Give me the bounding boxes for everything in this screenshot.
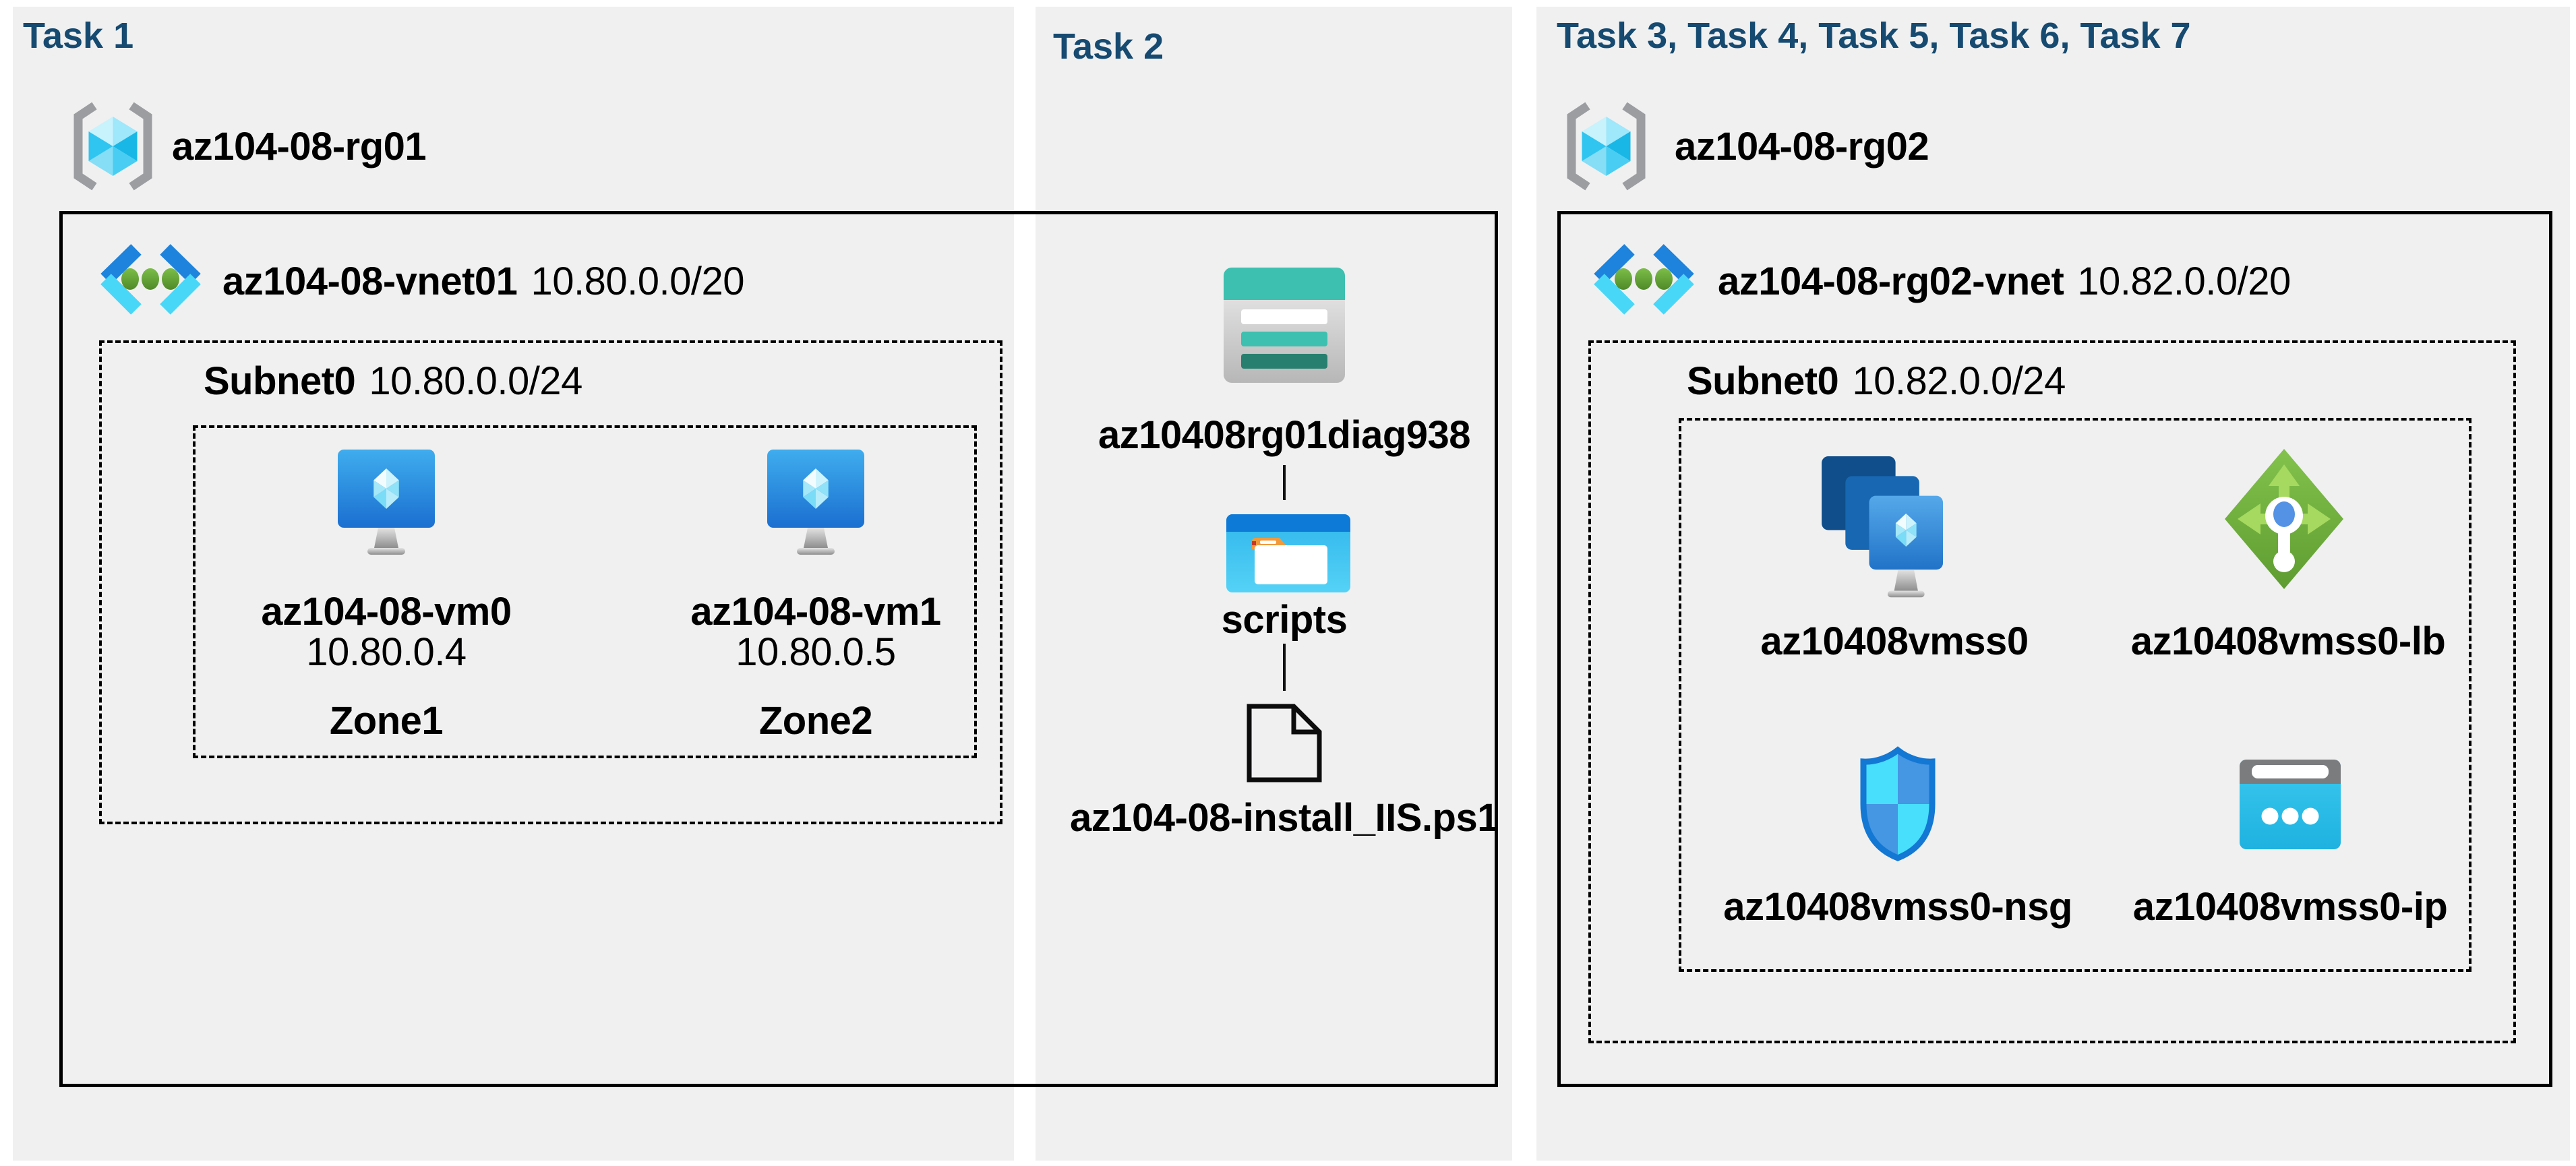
vnet-cidr: 10.82.0.0/20	[2077, 259, 2291, 303]
vm-name: az104-08-vm1	[690, 590, 941, 634]
vmss-label: az10408vmss0	[1760, 619, 2029, 663]
panel-task3	[1536, 7, 2570, 1161]
vnet-cidr: 10.80.0.0/20	[531, 259, 744, 303]
subnet-name: Subnet0	[1687, 359, 1839, 403]
subnet-cidr: 10.80.0.0/24	[369, 359, 582, 403]
heading-task2: Task 2	[1053, 26, 1164, 67]
vnet-name: az104-08-rg02-vnet	[1718, 259, 2064, 303]
public-ip-icon	[2240, 760, 2341, 849]
connector-line	[1283, 465, 1286, 500]
vm-ip: 10.80.0.4	[306, 630, 467, 674]
resource-group-boundary-rg02	[1557, 211, 2552, 1087]
subnet-cidr: 10.82.0.0/24	[1852, 359, 2066, 403]
file-label: az104-08-install_IIS.ps1	[1070, 796, 1499, 840]
resource-group-label: az104-08-rg02	[1675, 125, 1929, 168]
heading-task1: Task 1	[23, 16, 134, 56]
vnet-label: az104-08-rg02-vnet 10.82.0.0/20	[1718, 259, 2291, 304]
virtual-machine-icon	[767, 450, 864, 555]
heading-task3: Task 3, Task 4, Task 5, Task 6, Task 7	[1557, 16, 2191, 56]
vm-zone-boundary	[193, 425, 977, 758]
load-balancer-label: az10408vmss0-lb	[2130, 619, 2446, 663]
resource-group-boundary-rg01	[59, 211, 1498, 1087]
vmss-resources-boundary	[1679, 418, 2472, 972]
nsg-icon	[1860, 746, 1936, 861]
vm-name: az104-08-vm0	[261, 590, 512, 634]
subnet-label: Subnet0 10.82.0.0/24	[1687, 359, 2066, 404]
public-ip-label: az10408vmss0-ip	[2132, 885, 2448, 929]
virtual-network-icon	[1594, 244, 1694, 315]
vnet-name: az104-08-vnet01	[222, 259, 518, 303]
vm-scale-set-icon	[1822, 456, 1944, 598]
virtual-machine-icon	[338, 450, 435, 555]
folder-label: scripts	[1221, 598, 1348, 642]
subnet-name: Subnet0	[204, 359, 356, 403]
resource-group-icon	[1567, 102, 1646, 191]
subnet-boundary	[1588, 340, 2516, 1043]
vnet-label: az104-08-vnet01 10.80.0.0/20	[222, 259, 744, 304]
vm-ip: 10.80.0.5	[736, 630, 896, 674]
nsg-label: az10408vmss0-nsg	[1723, 885, 2072, 929]
panel-task1	[13, 7, 1014, 1161]
virtual-network-icon	[100, 244, 201, 315]
subnet-boundary	[99, 340, 1002, 824]
load-balancer-icon	[2225, 449, 2343, 589]
folder-icon	[1226, 514, 1350, 592]
connector-line	[1283, 644, 1286, 691]
subnet-label: Subnet0 10.80.0.0/24	[204, 359, 582, 404]
storage-account-icon	[1224, 268, 1345, 383]
resource-group-icon	[73, 102, 152, 191]
storage-account-label: az10408rg01diag938	[1098, 413, 1471, 457]
file-icon	[1247, 704, 1322, 783]
vm-zone: Zone2	[758, 699, 873, 743]
vm-zone: Zone1	[329, 699, 444, 743]
resource-group-label: az104-08-rg01	[172, 125, 427, 168]
